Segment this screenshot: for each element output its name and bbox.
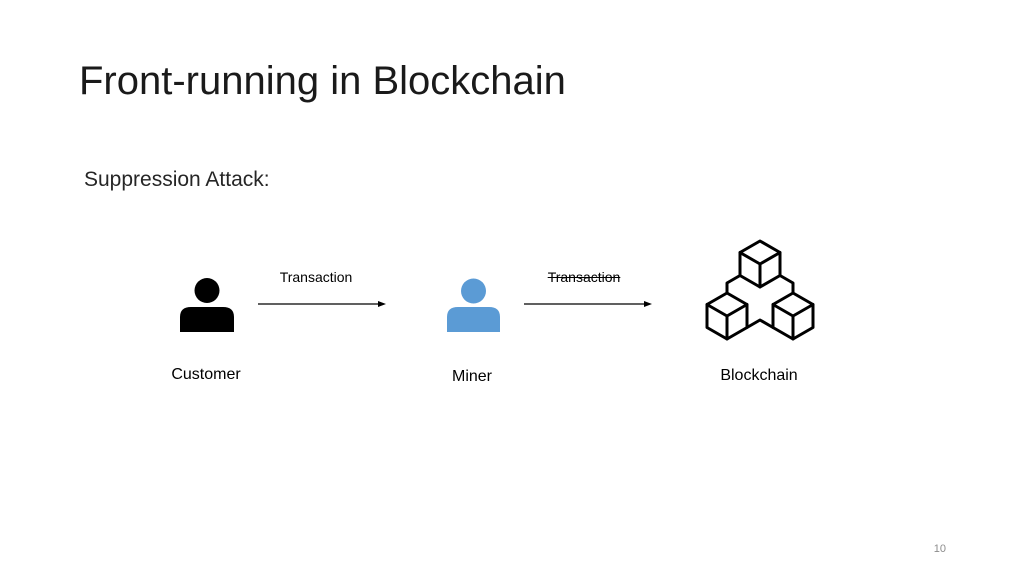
customer-label: Customer [171, 366, 241, 383]
miner-label: Miner [451, 368, 493, 385]
bottom-left-cube-icon [705, 291, 749, 341]
arrow-miner-to-blockchain [524, 301, 652, 307]
slide-subtitle: Suppression Attack: [84, 168, 270, 191]
arrow-customer-to-miner [258, 301, 386, 307]
blockchain-cubes-icon [705, 239, 815, 341]
page-number: 10 [933, 543, 946, 555]
customer-person-icon [180, 278, 234, 332]
bottom-right-cube-icon [771, 291, 815, 341]
blockchain-label: Blockchain [720, 367, 798, 384]
top-cube-icon [738, 239, 782, 289]
edge-label-customer-miner: Transaction [279, 269, 353, 285]
miner-person-icon [447, 278, 500, 332]
slide-title: Front-running in Blockchain [79, 59, 566, 103]
edge-label-miner-blockchain-struck: Transaction [547, 269, 621, 285]
